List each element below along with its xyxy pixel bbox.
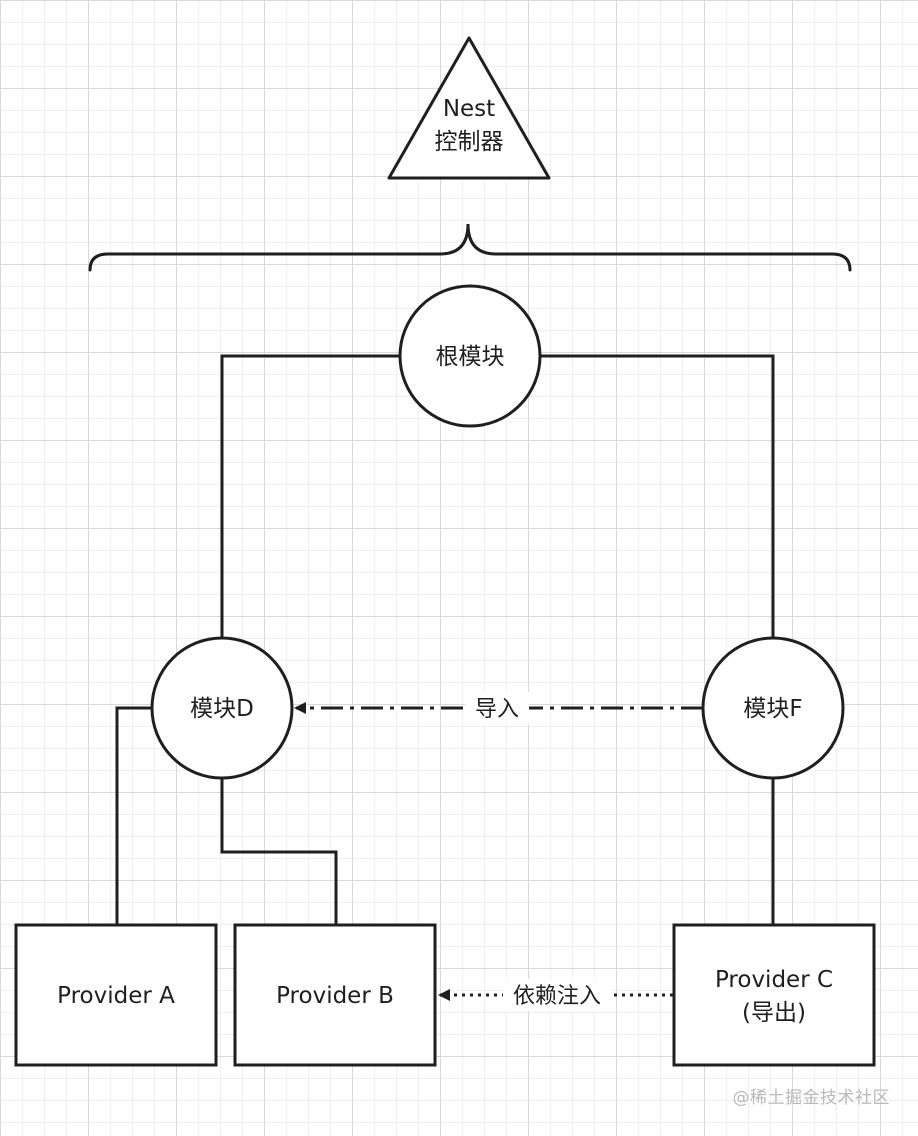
controller-label-line1: Nest	[443, 96, 495, 122]
injection-edge: 依赖注入	[438, 979, 673, 1011]
grouping-brace	[88, 223, 852, 272]
module-f-label: 模块F	[743, 696, 802, 722]
module-d-label: 模块D	[190, 696, 254, 722]
root-module-label: 根模块	[436, 344, 505, 370]
connector-lines	[115, 354, 775, 925]
injection-edge-label: 依赖注入	[513, 984, 601, 1009]
module-f-node: 模块F	[701, 636, 845, 780]
provider-b-label: Provider B	[276, 983, 394, 1009]
provider-c-node: Provider C (导出)	[672, 923, 876, 1067]
module-d-to-provider-a-line	[115, 706, 152, 925]
provider-a-label: Provider A	[57, 983, 175, 1009]
module-d-to-provider-b-line	[220, 778, 338, 925]
import-edge-label: 导入	[475, 697, 519, 722]
controller-label-line2: 控制器	[435, 129, 504, 155]
provider-c-label-line1: Provider C	[715, 967, 833, 993]
module-d-node: 模块D	[150, 636, 294, 780]
import-edge: 导入	[294, 692, 703, 724]
provider-b-node: Provider B	[233, 923, 437, 1067]
nest-controller-node: Nest 控制器	[387, 36, 551, 180]
root-to-module-d-line	[220, 354, 400, 638]
provider-a-node: Provider A	[14, 923, 218, 1067]
watermark-text: @稀土掘金技术社区	[732, 1088, 890, 1108]
root-module-node: 根模块	[398, 284, 542, 428]
provider-c-label-line2: (导出)	[742, 1000, 806, 1026]
root-to-module-f-line	[540, 354, 775, 638]
